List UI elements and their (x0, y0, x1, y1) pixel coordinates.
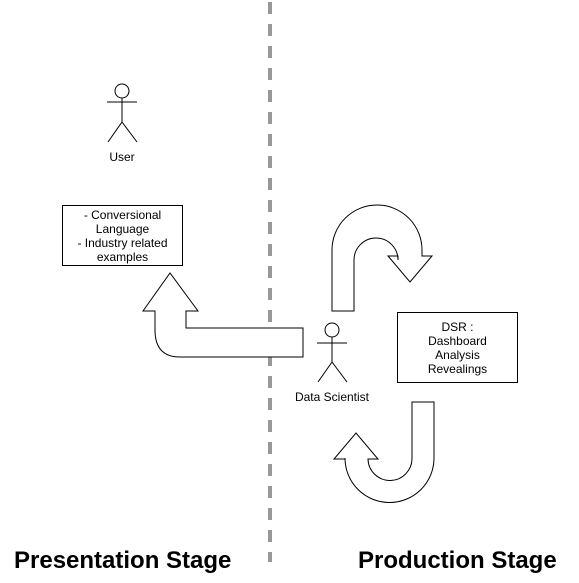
presentation-note-line: - Conversional (83, 207, 162, 222)
dsr-line: DSR : (441, 319, 474, 334)
dsr-line: Dashboard (428, 333, 487, 348)
data-scientist-actor-icon (317, 322, 348, 383)
user-actor-icon (107, 83, 138, 143)
dsr-box: DSR : Dashboard Analysis Revealings (397, 312, 518, 383)
lower-uturn-arrow (332, 401, 435, 503)
presentation-note-line: Language (95, 221, 150, 236)
dsr-line: Analysis (435, 347, 480, 362)
upper-uturn-arrow (331, 204, 434, 312)
presentation-stage-title: Presentation Stage (14, 547, 232, 574)
dsr-line: Revealings (427, 361, 488, 376)
presentation-notes-box: - Conversional Language - Industry relat… (62, 205, 183, 266)
user-label: User (109, 150, 135, 164)
presentation-note-line: examples (96, 249, 149, 264)
presentation-note-line: - Industry related (77, 235, 168, 250)
production-stage-title: Production Stage (358, 547, 557, 574)
present-to-user-arrow (142, 272, 304, 358)
data-scientist-label: Data Scientist (294, 390, 370, 404)
